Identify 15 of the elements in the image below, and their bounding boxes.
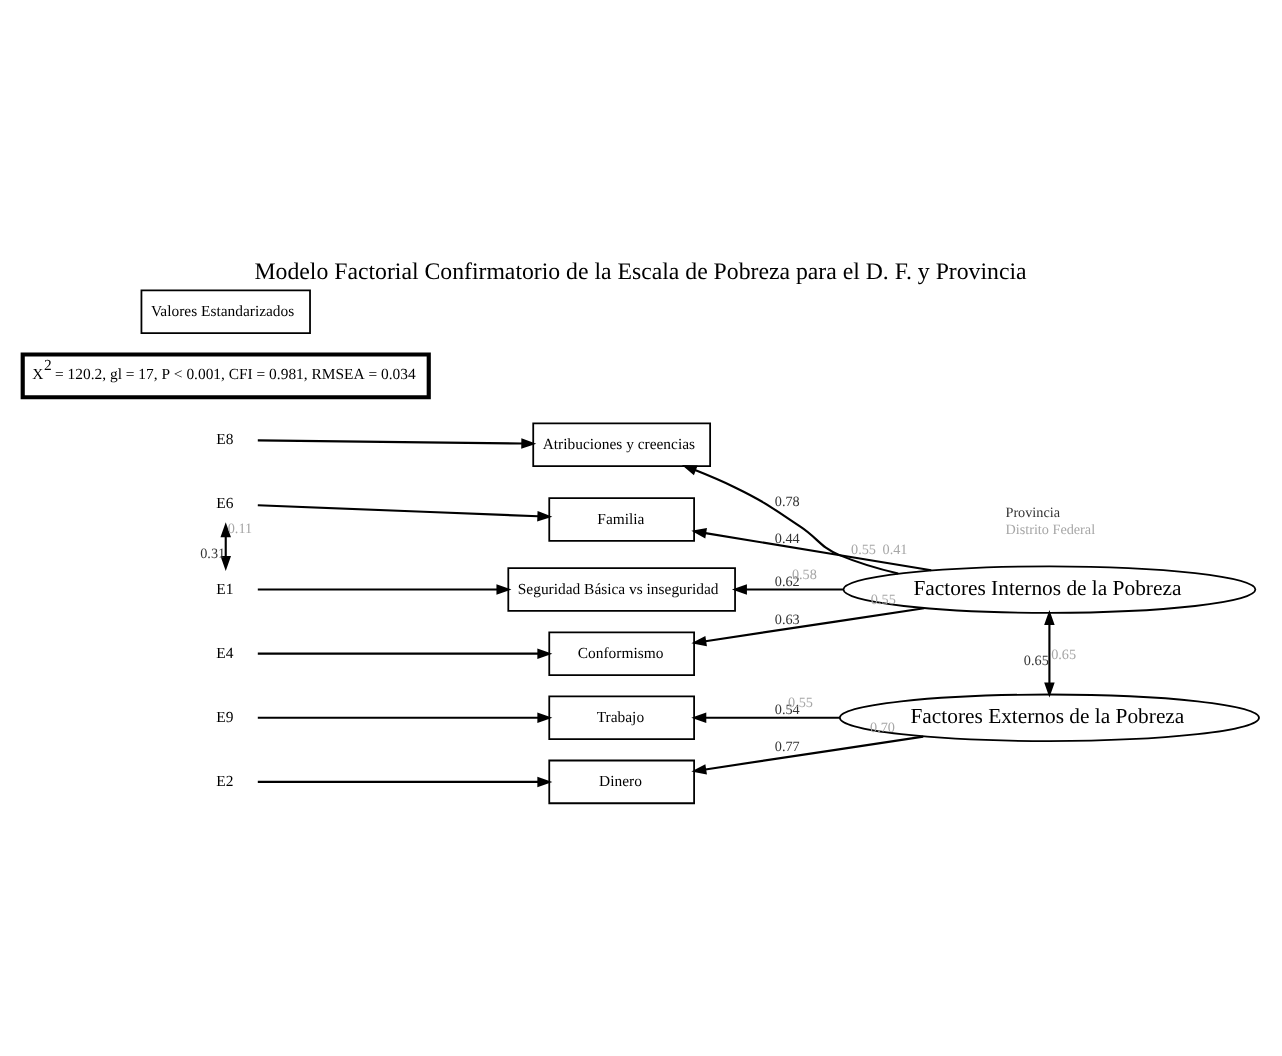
arrow: [691, 734, 924, 774]
diagram-title: Modelo Factorial Confirmatorio de la Escala de Pobreza para el D. F. y Provincia: [254, 255, 1027, 284]
arrow: [691, 711, 840, 722]
arrow: [257, 503, 553, 521]
arrow: [681, 463, 899, 574]
arrow: [691, 606, 925, 646]
arrow: [691, 527, 932, 571]
arrow: [257, 583, 512, 594]
arrow: [1044, 609, 1055, 697]
arrow: [257, 647, 553, 658]
arrow: [257, 711, 553, 722]
arrow: [220, 521, 231, 571]
arrow: [731, 583, 844, 594]
arrow: [257, 775, 553, 787]
arrow: [257, 437, 537, 448]
